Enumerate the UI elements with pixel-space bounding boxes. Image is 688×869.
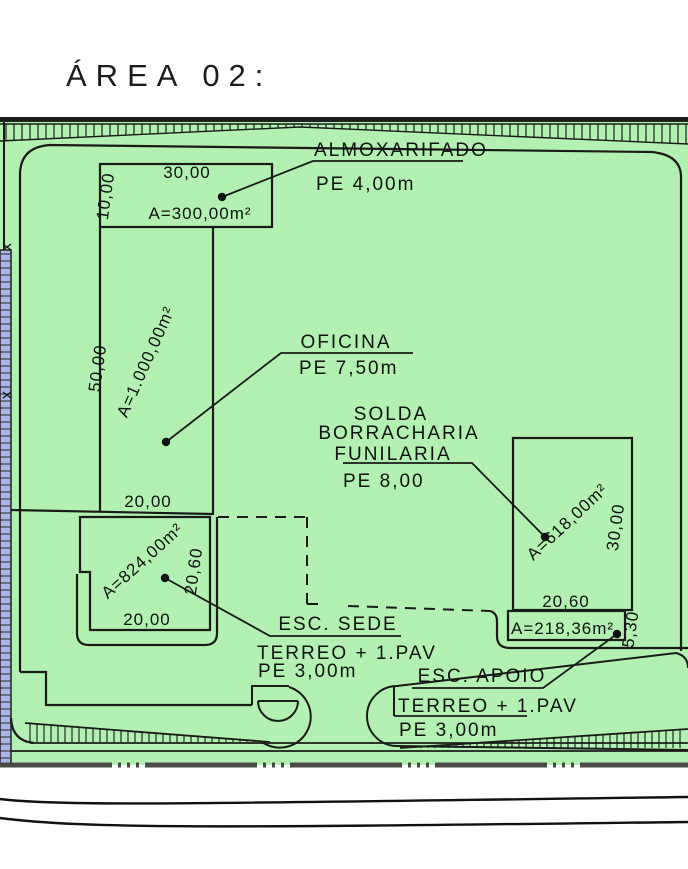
leader-dots bbox=[160, 192, 622, 639]
esc-apoio-dim-side: 5,30 bbox=[619, 610, 643, 649]
dot-oficina bbox=[161, 437, 171, 447]
page-title: ÁREA 02: bbox=[66, 58, 273, 93]
dot-esc-sede bbox=[160, 573, 170, 583]
top-boundary-line bbox=[0, 117, 688, 122]
almoxarifado-ceiling: PE 4,00m bbox=[316, 174, 415, 195]
right-wedge-top bbox=[399, 728, 688, 749]
leader-lines bbox=[164, 160, 618, 717]
bottom-left-step bbox=[20, 670, 252, 707]
oficina-label: OFICINA bbox=[300, 332, 391, 353]
top-slope-hatching bbox=[5, 124, 687, 144]
leader-esc-sede bbox=[164, 577, 401, 637]
esc-apoio-ceiling: PE 3,00m bbox=[399, 720, 498, 741]
building-oficina bbox=[10, 227, 215, 516]
oficina-dim-width: 20,00 bbox=[124, 492, 172, 511]
esc-sede-floors: TERREO + 1.PAV bbox=[257, 643, 437, 664]
esc-apoio-area: A=218,36m² bbox=[511, 619, 614, 638]
esc-sede-walkway bbox=[75, 517, 219, 647]
left-road-hatching bbox=[29, 723, 262, 742]
dot-solda bbox=[540, 532, 550, 542]
leader-almoxarifado bbox=[221, 160, 463, 198]
dot-almoxarifado bbox=[217, 192, 227, 202]
road-lines bbox=[11, 722, 688, 752]
esc-sede-ceiling: PE 3,00m bbox=[258, 661, 357, 682]
esc-apoio-dim-width: 20,60 bbox=[542, 592, 590, 611]
almoxarifado-dim-width: 30,00 bbox=[163, 163, 211, 182]
esc-sede-dim-width: 20,00 bbox=[123, 610, 171, 629]
strip-break-marks bbox=[2, 243, 12, 399]
building-almoxarifado bbox=[98, 162, 274, 229]
dashed-lines bbox=[218, 516, 491, 612]
dot-esc-apoio bbox=[612, 629, 622, 639]
almoxarifado-area: A=300,00m² bbox=[148, 204, 251, 223]
right-driveway-bottom bbox=[396, 745, 688, 751]
leader-oficina bbox=[165, 352, 413, 443]
solda-ceiling: PE 8,00 bbox=[343, 471, 425, 492]
inner-boundary-path bbox=[18, 143, 683, 672]
esc-apoio-walkway bbox=[489, 609, 688, 650]
buildings bbox=[10, 162, 688, 650]
building-esc-sede bbox=[78, 515, 212, 632]
almoxarifado-label: ALMOXARIFADO bbox=[314, 140, 488, 161]
left-driveway-notch bbox=[251, 685, 289, 705]
solda-label-2: BORRACHARIA bbox=[318, 423, 479, 444]
building-esc-apoio bbox=[506, 609, 627, 642]
lower-road-edge-1 bbox=[0, 795, 688, 805]
esc-sede-label: ESC. SEDE bbox=[278, 614, 397, 635]
top-boundary bbox=[0, 117, 688, 145]
dashed-line-left bbox=[218, 516, 326, 605]
esc-apoio-label: ESC. APOIO bbox=[418, 666, 547, 687]
leader-esc-apoio bbox=[412, 633, 618, 689]
solda-label-3: FUNILARIA bbox=[334, 444, 451, 465]
right-driveway-left-arc bbox=[366, 685, 398, 747]
left-driveway-circle bbox=[261, 686, 312, 749]
dashed-line-right bbox=[347, 605, 491, 612]
leader-solda bbox=[343, 462, 546, 538]
top-hatch-lower-line bbox=[0, 126, 688, 145]
oficina-ceiling: PE 7,50m bbox=[299, 358, 398, 379]
esc-apoio-floors: TERREO + 1.PAV bbox=[398, 696, 578, 717]
water-strip-hatching bbox=[0, 253, 11, 759]
left-driveway-dome bbox=[257, 700, 299, 722]
solda-label-1: SOLDA bbox=[354, 404, 428, 425]
lower-road-edge-2 bbox=[0, 816, 688, 828]
left-wedge-top bbox=[24, 722, 271, 743]
lower-road bbox=[0, 795, 688, 828]
